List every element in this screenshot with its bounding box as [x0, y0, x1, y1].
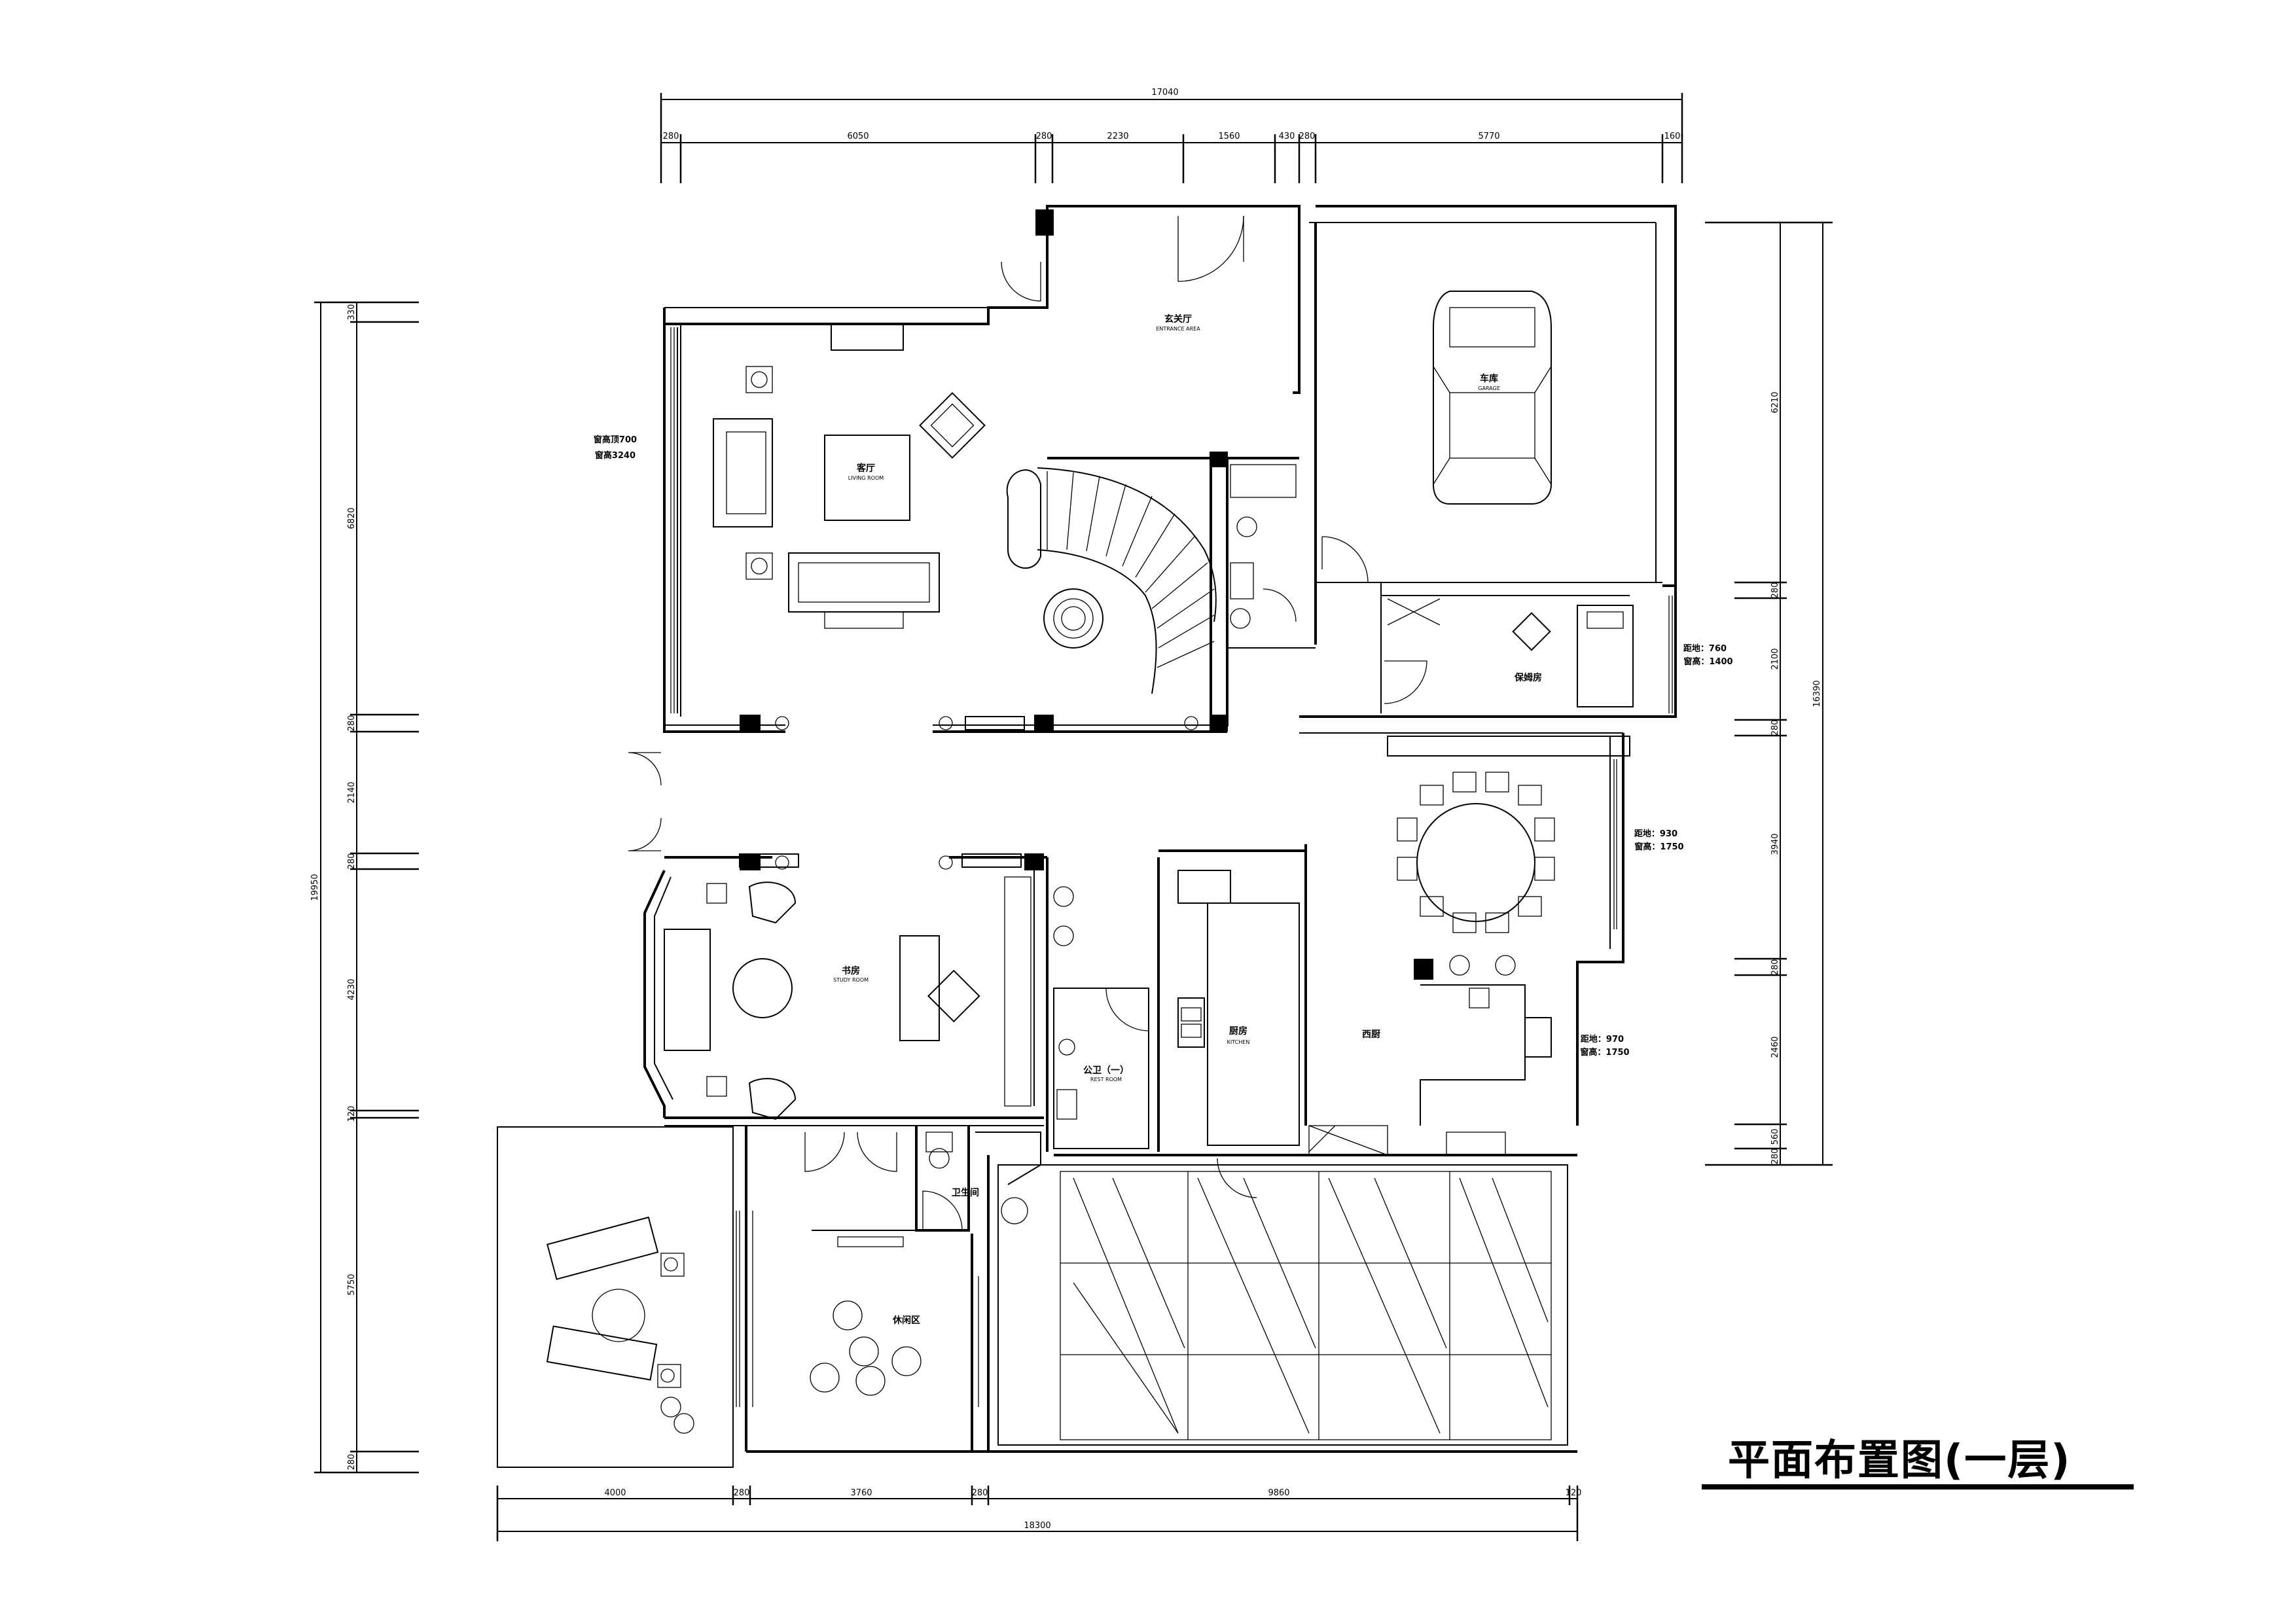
entrance-label: 玄关厅 — [1164, 313, 1192, 325]
living-label-en: LIVING ROOM — [848, 475, 884, 481]
rest-room-label-en: REST ROOM — [1090, 1077, 1122, 1082]
left-total-label: 19950 — [310, 874, 320, 901]
title-underline — [1702, 1484, 2134, 1489]
top-dim-7: 280 — [1299, 132, 1316, 141]
left-dim-5: 280 — [347, 853, 357, 870]
coffee-table — [824, 435, 910, 521]
garage-label-en: GARAGE — [1478, 385, 1500, 391]
drawing-title: 平面布置图(一层) — [1728, 1436, 2072, 1485]
left-dimension-chain: 19950 330 6820 280 2140 280 4230 120 575… — [310, 301, 419, 1474]
wk-window-note-2: 窗高：1750 — [1580, 1047, 1629, 1058]
right-dim-6: 280 — [1770, 959, 1780, 976]
dining-window-note-1: 距地：930 — [1634, 829, 1677, 839]
kitchen-label-en: KITCHEN — [1227, 1039, 1250, 1045]
kitchen-label: 厨房 — [1229, 1026, 1247, 1037]
maid-room-label: 保姆房 — [1514, 672, 1542, 683]
exterior-walls — [497, 205, 1677, 1468]
living-label: 客厅 — [856, 463, 875, 474]
top-dim-3: 280 — [1036, 132, 1052, 141]
dining-chairs — [1397, 772, 1555, 933]
top-dim-4: 2230 — [1107, 132, 1128, 141]
bottom-dim-6: 120 — [1566, 1488, 1582, 1498]
bottom-dim-3: 3760 — [850, 1488, 872, 1498]
structural-columns — [740, 209, 1433, 980]
right-dim-2: 280 — [1770, 582, 1780, 599]
window-notes: 窗高顶700 窗高3240 距地：760 窗高：1400 距地：930 窗高：1… — [594, 435, 1733, 1058]
windows — [670, 327, 1673, 1407]
leisure-label: 休闲区 — [892, 1315, 920, 1326]
left-dim-9: 280 — [347, 1454, 357, 1471]
top-dim-8: 5770 — [1478, 132, 1499, 141]
window-note-1: 窗高顶700 — [594, 435, 637, 445]
right-total-label: 16390 — [1812, 680, 1822, 707]
bottom-dim-2: 280 — [734, 1488, 750, 1498]
top-total-label: 17040 — [1151, 88, 1178, 98]
rest-room-label: 公卫（一） — [1083, 1065, 1129, 1076]
bottom-dim-1: 4000 — [604, 1488, 626, 1498]
right-dimension-chain: 6210 280 2100 280 3940 280 2460 560 280 … — [1705, 221, 1833, 1166]
study-label-en: STUDY ROOM — [833, 977, 869, 983]
left-dim-6: 4230 — [347, 978, 357, 1000]
bottom-dim-4: 280 — [972, 1488, 988, 1498]
maid-window-note-1: 距地：760 — [1683, 643, 1727, 654]
toilet-label: 卫生间 — [952, 1187, 979, 1198]
right-dim-3: 2100 — [1770, 648, 1780, 669]
top-dim-6: 430 — [1279, 132, 1295, 141]
furniture — [546, 291, 1634, 1434]
top-dim-5: 1560 — [1218, 132, 1240, 141]
right-dim-1: 6210 — [1770, 391, 1780, 413]
top-dim-2: 6050 — [847, 132, 869, 141]
top-dim-1: 280 — [663, 132, 679, 141]
left-dim-2: 6820 — [347, 507, 357, 529]
left-dim-7: 120 — [347, 1106, 357, 1122]
right-dim-8: 560 — [1770, 1129, 1780, 1145]
bottom-total-label: 18300 — [1024, 1521, 1050, 1531]
left-dim-1: 330 — [347, 304, 357, 321]
garage-label: 车库 — [1480, 373, 1498, 384]
bottom-dimension-chain: 4000 280 3760 280 9860 120 18300 — [496, 1486, 1582, 1541]
right-dim-7: 2460 — [1770, 1036, 1780, 1058]
right-dim-9: 280 — [1770, 1149, 1780, 1165]
pool-grid — [1060, 1171, 1551, 1440]
car — [1433, 291, 1552, 505]
window-note-2: 窗高3240 — [595, 450, 636, 461]
left-dim-8: 5750 — [347, 1274, 357, 1295]
right-dim-5: 3940 — [1770, 833, 1780, 855]
left-dim-3: 280 — [347, 715, 357, 732]
wk-window-note-1: 距地：970 — [1581, 1034, 1624, 1044]
doors — [628, 215, 1427, 1231]
room-labels: 玄关厅 ENTRANCE AREA 车库 GARAGE 客厅 LIVING RO… — [833, 313, 1542, 1326]
dining-window-note-2: 窗高：1750 — [1634, 842, 1683, 852]
maid-window-note-2: 窗高：1400 — [1683, 656, 1732, 667]
study-label: 书房 — [842, 965, 860, 976]
entrance-label-en: ENTRANCE AREA — [1156, 326, 1200, 332]
bottom-dim-5: 9860 — [1268, 1488, 1289, 1498]
top-dimension-chain: 17040 280 6050 280 2230 1560 430 280 577… — [660, 88, 1683, 183]
western-kitchen-label: 西厨 — [1362, 1029, 1380, 1040]
curved-staircase — [1006, 467, 1217, 694]
right-dim-4: 280 — [1770, 720, 1780, 736]
left-dim-4: 2140 — [347, 781, 357, 803]
top-dim-9: 160 — [1664, 132, 1681, 141]
